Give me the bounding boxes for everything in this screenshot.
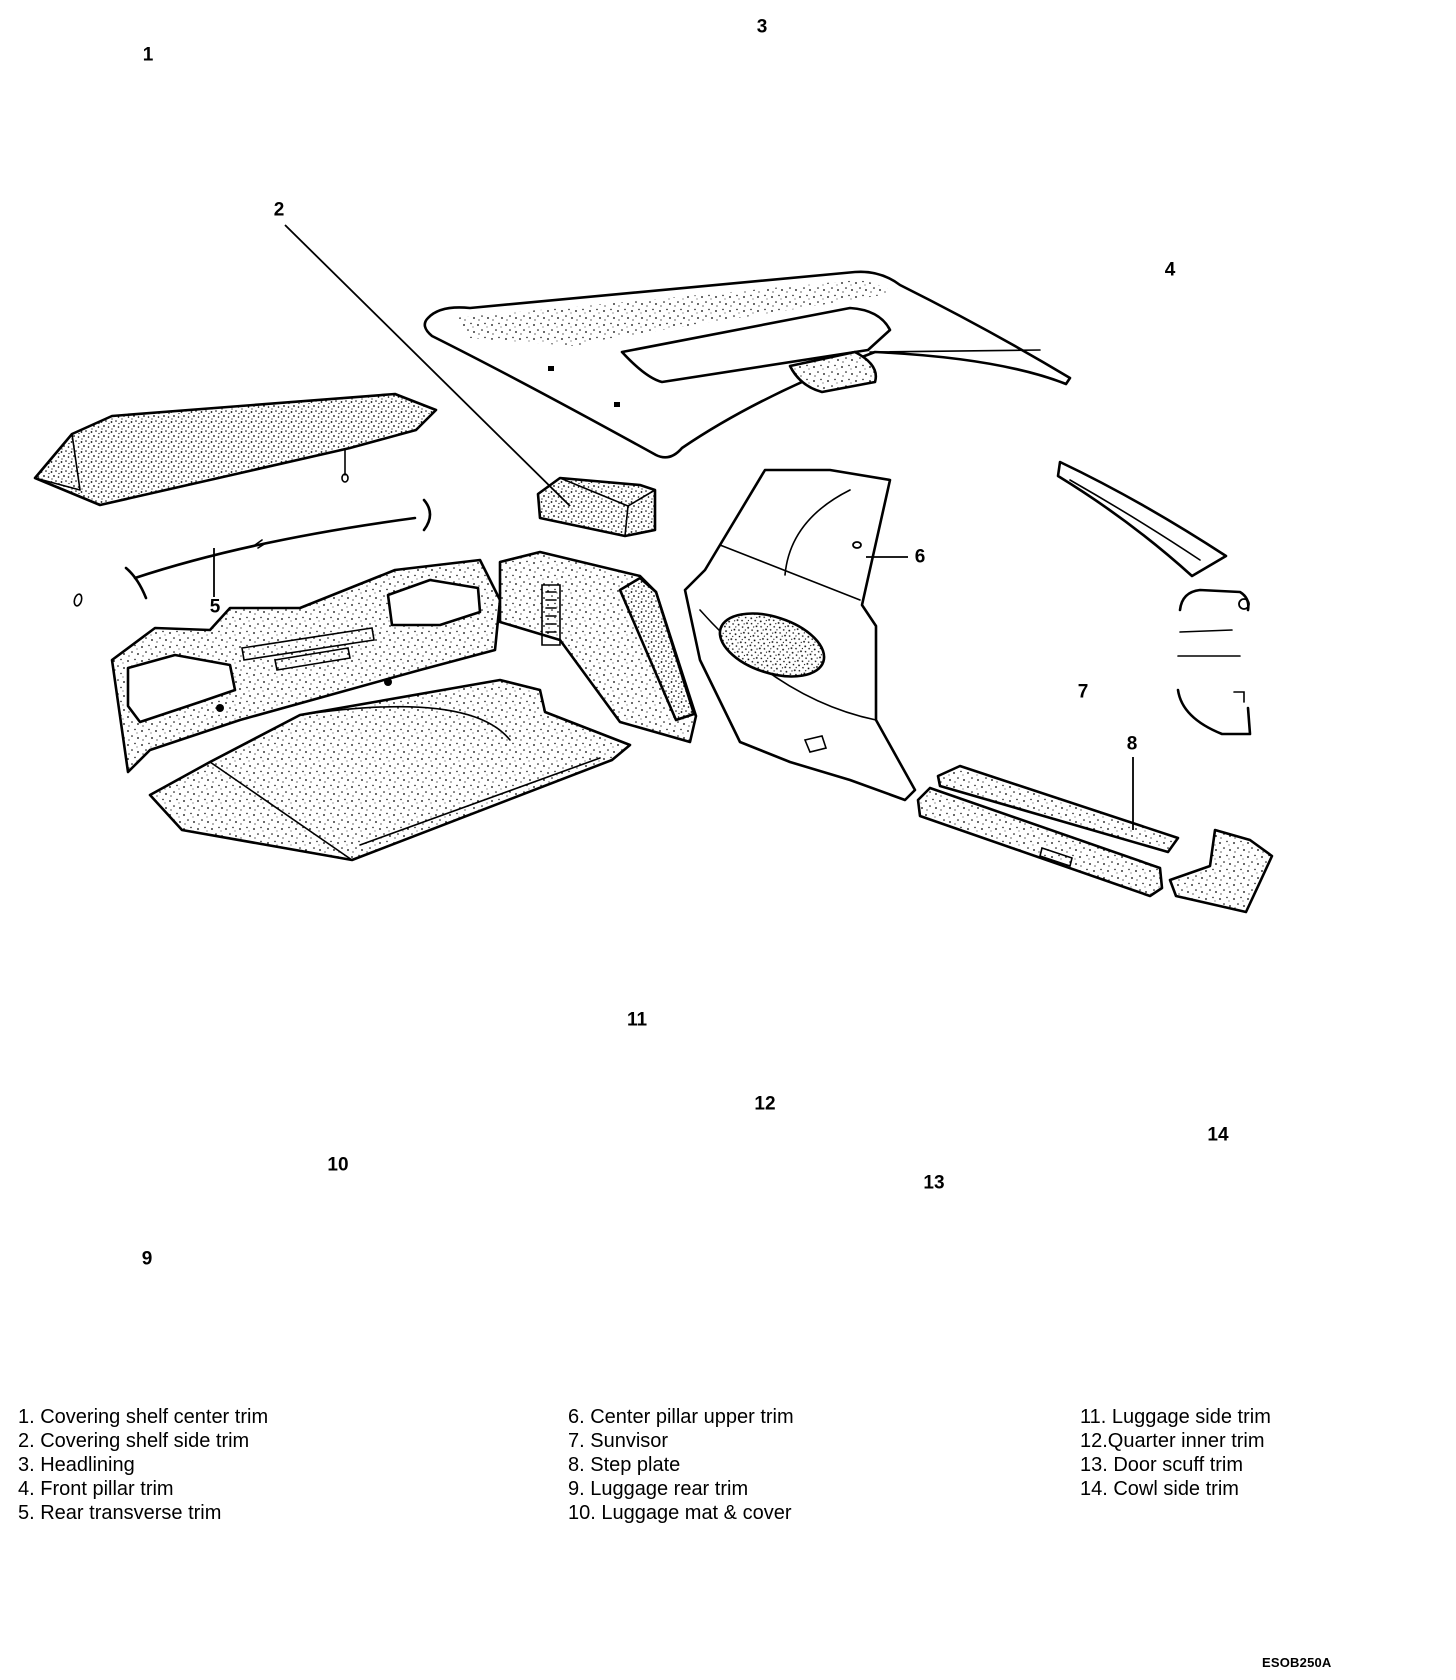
callouts: 1 2 3 4 5 6 7 8 9 10 11 12 13 14 (142, 17, 1229, 1270)
legend-item: 1. Covering shelf center trim (18, 1406, 269, 1428)
callout-13: 13 (923, 1173, 944, 1194)
part-luggage-side-trim (498, 550, 698, 744)
leader-line-2 (284, 224, 571, 507)
part-luggage-rear-trim (110, 558, 502, 774)
figure-code: ESOB250A (1262, 1655, 1332, 1670)
callout-12: 12 (754, 1094, 775, 1115)
part-quarter-inner-trim (683, 468, 917, 802)
legend-column: 6. Center pillar upper trim 7. Sunvisor … (568, 1405, 794, 1525)
callout-8: 8 (1127, 734, 1138, 755)
legend-column: 1. Covering shelf center trim 2. Coverin… (18, 1405, 268, 1525)
part-door-scuff-trim (916, 786, 1164, 898)
legend-item: 2. Covering shelf side trim (18, 1430, 250, 1452)
legend-item: 6. Center pillar upper trim (568, 1406, 794, 1428)
part-covering-shelf-center-trim (33, 392, 438, 507)
legend-item: 11. Luggage side trim (1080, 1406, 1271, 1428)
callout-3: 3 (757, 17, 768, 38)
callout-9: 9 (142, 1249, 153, 1270)
callout-6: 6 (915, 547, 926, 568)
callout-11: 11 (627, 1010, 648, 1031)
legend-item: 5. Rear transverse trim (18, 1502, 222, 1524)
legend-column: 11. Luggage side trim 12.Quarter inner t… (1080, 1405, 1271, 1501)
callout-4: 4 (1165, 260, 1176, 281)
part-headlining (423, 270, 1072, 459)
callout-5: 5 (210, 597, 221, 618)
part-front-pillar-trim (1056, 460, 1228, 578)
callout-10: 10 (327, 1155, 348, 1176)
legend-item: 3. Headlining (18, 1454, 135, 1476)
part-sunvisor (1176, 588, 1252, 736)
legend-item: 9. Luggage rear trim (568, 1478, 749, 1500)
legend-item: 13. Door scuff trim (1080, 1454, 1244, 1476)
legend-item: 7. Sunvisor (568, 1430, 669, 1452)
legend-item: 14. Cowl side trim (1080, 1478, 1239, 1500)
legend-item: 12.Quarter inner trim (1080, 1430, 1265, 1452)
callout-14: 14 (1207, 1125, 1229, 1146)
legend-item: 10. Luggage mat & cover (568, 1502, 792, 1524)
part-luggage-mat-and-cover (148, 678, 632, 862)
callout-2: 2 (274, 200, 285, 221)
legend-item: 4. Front pillar trim (18, 1478, 174, 1500)
part-covering-shelf-side-trim (536, 476, 657, 538)
part-center-pillar-upper-trim (852, 541, 862, 549)
exploded-trim-diagram: 1 2 3 4 5 6 7 8 9 10 11 12 13 14 (33, 17, 1274, 1270)
part-cowl-side-trim (1168, 828, 1274, 914)
fastener-mark (73, 593, 83, 607)
callout-1: 1 (143, 45, 154, 66)
callout-7: 7 (1078, 682, 1089, 703)
legend-item: 8. Step plate (568, 1454, 681, 1476)
part-rear-transverse-trim (124, 498, 432, 600)
part-step-plate (936, 764, 1180, 854)
